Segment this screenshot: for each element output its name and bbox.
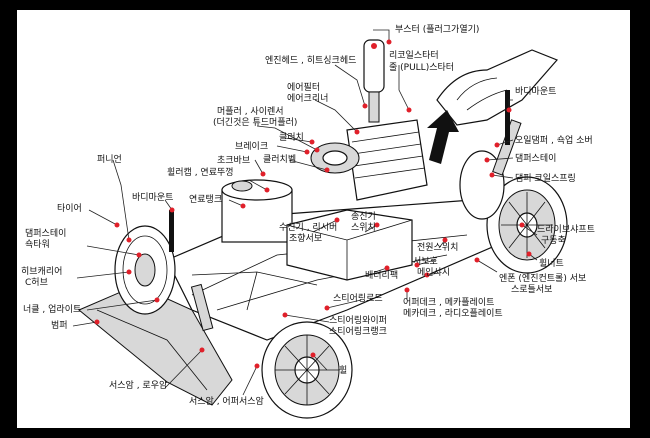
hand xyxy=(436,49,559,126)
label-steering-rod: 스티어링로드 xyxy=(333,292,383,304)
label-rx-servo-2: 조향서보 xyxy=(289,232,322,244)
label-upper-deck-1: 어퍼데크 , 메카플레이트 xyxy=(403,297,494,308)
front-damper xyxy=(190,283,214,332)
rear-left-tire xyxy=(459,150,505,220)
label-wheel: 휠 xyxy=(339,364,347,376)
label-damper-stay-left-1: 댐퍼스테이 xyxy=(25,228,66,239)
radio-box xyxy=(286,209,413,281)
body-mount-right xyxy=(505,90,510,145)
leader-lines xyxy=(72,29,538,396)
body-mount-left xyxy=(169,210,174,252)
part-labels: 부스터 (플러그가열기) 엔진헤드 , 히트싱크헤드 리코일스타터 줄 (PUL… xyxy=(21,24,595,407)
label-steering-wiper-2: 스티어링크랭크 xyxy=(329,325,387,337)
label-recoil-starter-2: 줄 (PULL)스타터 xyxy=(389,62,454,73)
label-pinion: 퍼니언 xyxy=(97,153,122,165)
label-engine-servo-1: 엔폰 (엔진컨트롤) 서보 xyxy=(499,273,586,284)
label-upper-deck-2: 메카데크 , 라디오플레이트 xyxy=(403,308,503,319)
label-tx-1: 송신기 xyxy=(351,211,376,222)
label-body-mount-left: 바디마운트 xyxy=(132,192,173,203)
label-air-filter-1: 에어필터 xyxy=(287,81,320,93)
label-air-filter-2: 에어크리너 xyxy=(287,93,328,104)
label-wheel-nut: 휠너트 xyxy=(539,257,564,269)
label-muffler-1: 머플러 , 사이렌서 xyxy=(217,106,284,117)
label-clutch-bell: 클러치벨 xyxy=(263,153,296,165)
fuel-tank xyxy=(221,179,293,243)
label-tx-2: 스위치 xyxy=(351,221,376,233)
label-suspension-arm-lower: 서스암 , 로우암 xyxy=(109,379,167,391)
label-drive-shaft-1: 드라이브샤프트 xyxy=(537,224,595,235)
label-knuckle-1: 히브캐리어 xyxy=(21,266,62,277)
label-muffler-2: (더긴것은 튜드머플러) xyxy=(213,117,297,128)
label-main-chassis: 메인샤시 xyxy=(417,267,450,278)
label-suspension-arm-upper: 서스암 , 어퍼서스암 xyxy=(189,395,264,407)
front-left-tire xyxy=(114,225,176,315)
label-bumper: 범퍼 xyxy=(51,320,68,331)
label-oil-damper: 오일댐퍼 , 쇽업 소버 xyxy=(515,135,593,146)
label-rx-servo-1: 수신기 , 리시버 xyxy=(279,222,337,233)
front-bottom-tire xyxy=(261,321,353,419)
label-battery: 배터리팩 xyxy=(365,270,398,281)
label-booster: 부스터 (플러그가열기) xyxy=(395,24,479,35)
label-servo-saver: 서보호 xyxy=(413,256,438,267)
label-body-mount-right: 바디마운트 xyxy=(515,86,556,97)
label-clutch: 클러치 xyxy=(279,131,304,143)
diagram-panel: 부스터 (플러그가열기) 엔진헤드 , 히트싱크헤드 리코일스타터 줄 (PUL… xyxy=(17,10,630,428)
engine xyxy=(310,119,428,201)
label-fuel-tank: 연료탱크 xyxy=(189,194,222,205)
label-damper-stay-right: 댐퍼스테이 xyxy=(515,153,556,164)
label-power-switch: 전원스위치 xyxy=(417,241,458,253)
label-engine-servo-2: 스로틀서보 xyxy=(511,284,552,295)
label-knuckle-arm: 너클 , 업라이트 xyxy=(23,304,81,315)
label-drive-shaft-2: 구동축 xyxy=(541,235,566,246)
label-damper-coil-spring: 댐퍼 코일스프링 xyxy=(515,172,576,184)
rc-car-anatomy-diagram: 부스터 (플러그가열기) 엔진헤드 , 히트싱크헤드 리코일스타터 줄 (PUL… xyxy=(21,24,595,419)
label-brake: 브레이크 xyxy=(235,141,268,152)
rear-right-tire xyxy=(486,176,568,274)
label-steering-wiper-1: 스티어링와이퍼 xyxy=(329,314,387,326)
label-tire: 타이어 xyxy=(57,203,82,214)
glow-booster xyxy=(363,39,385,123)
label-fuel-cap: 휠러캡 , 연료뚜껑 xyxy=(167,166,234,178)
label-engine-head: 엔진헤드 , 히트싱크헤드 xyxy=(265,54,356,66)
car-illustration xyxy=(78,39,568,419)
label-recoil-starter-1: 리코일스타터 xyxy=(389,50,439,61)
rear-damper xyxy=(492,119,522,176)
pull-arrow xyxy=(427,110,459,164)
label-damper-stay-left-2: 쇽타워 xyxy=(25,239,50,250)
label-knuckle-2: C허브 xyxy=(25,277,48,288)
label-choke-valve: 초크바브 xyxy=(217,155,250,166)
